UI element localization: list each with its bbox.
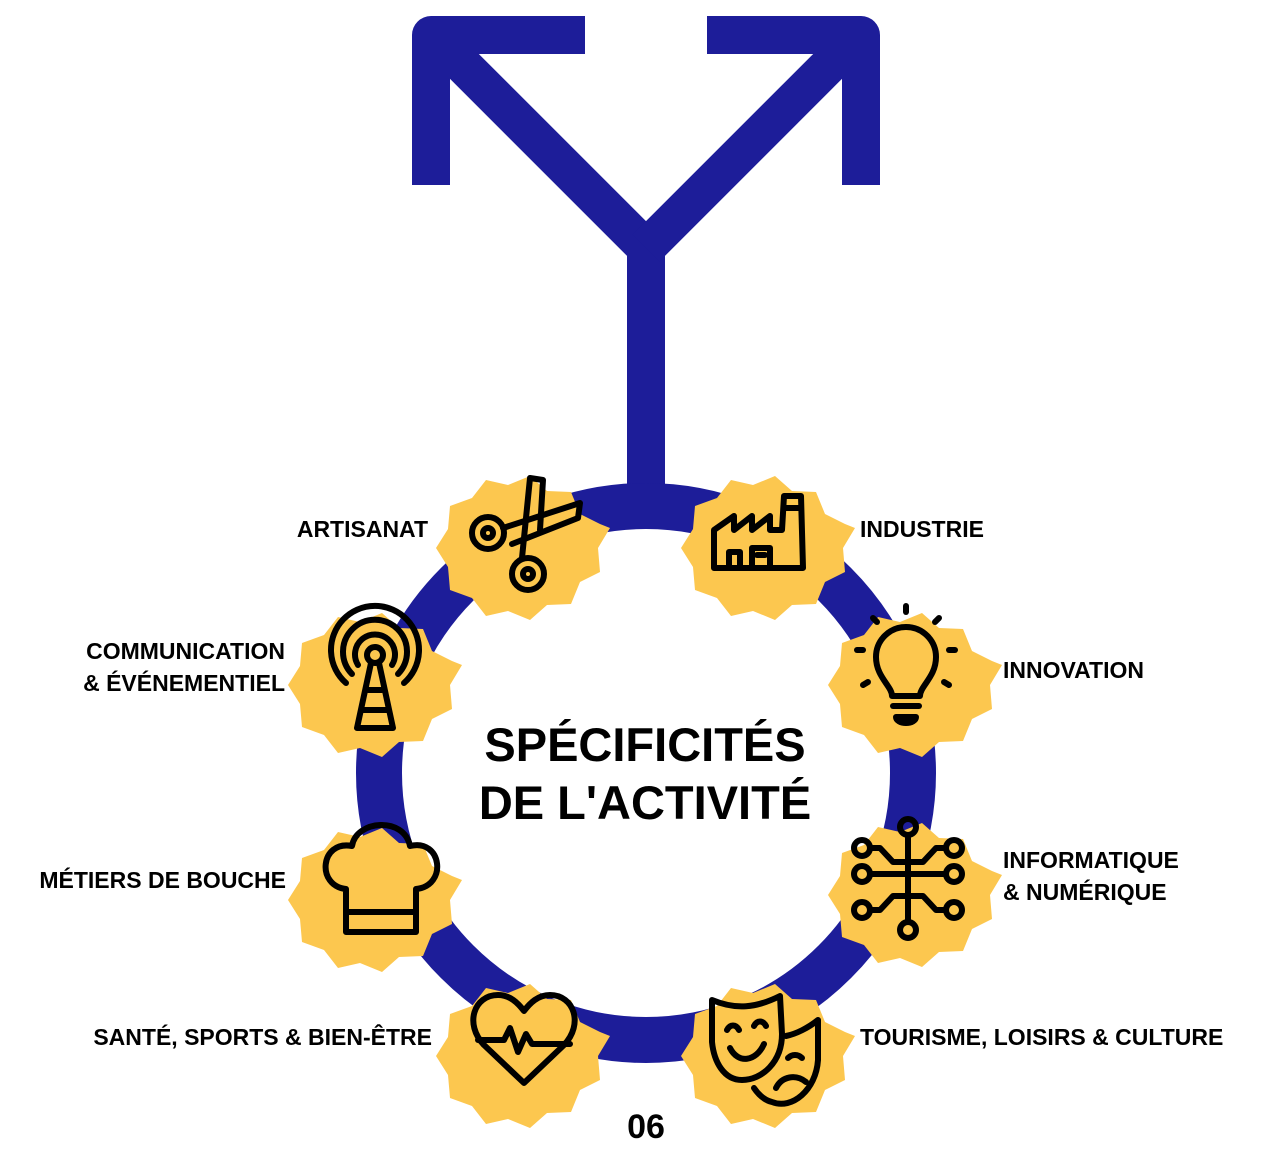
activity-ring xyxy=(356,483,936,1063)
label-sante: SANTÉ, SPORTS & BIEN-ÊTRE xyxy=(20,1021,432,1053)
label-communication-line-1: COMMUNICATION xyxy=(86,638,285,664)
circuit-icon xyxy=(851,816,965,941)
label-artisanat-line: ARTISANAT xyxy=(296,516,428,542)
label-informatique-line-2: & NUMÉRIQUE xyxy=(1003,879,1167,905)
scissors-icon xyxy=(469,475,583,593)
label-industrie: INDUSTRIE xyxy=(860,513,984,545)
center-title-line-1: SPÉCIFICITÉS xyxy=(484,718,806,771)
lightbulb-icon xyxy=(854,603,958,726)
center-title: SPÉCIFICITÉS DE L'ACTIVITÉ xyxy=(440,716,850,832)
label-tourisme: TOURISME, LOISIRS & CULTURE xyxy=(860,1021,1223,1053)
antenna-icon xyxy=(328,602,422,731)
factory-icon xyxy=(711,493,806,571)
label-metiers-bouche-line: MÉTIERS DE BOUCHE xyxy=(39,867,286,893)
label-sante-line: SANTÉ, SPORTS & BIEN-ÊTRE xyxy=(93,1024,432,1050)
label-industrie-line: INDUSTRIE xyxy=(860,516,984,542)
badge-sante xyxy=(436,984,610,1128)
label-artisanat: ARTISANAT xyxy=(230,513,428,545)
heartbeat-icon xyxy=(470,992,578,1086)
label-communication-line-2: & ÉVÉNEMENTIEL xyxy=(83,670,285,696)
label-informatique: INFORMATIQUE & NUMÉRIQUE xyxy=(1003,844,1179,908)
label-metiers-bouche: MÉTIERS DE BOUCHE xyxy=(4,864,286,896)
label-innovation-line: INNOVATION xyxy=(1003,657,1144,683)
fork-arrow xyxy=(412,16,880,520)
label-communication: COMMUNICATION & ÉVÉNEMENTIEL xyxy=(20,635,285,699)
page-number: 06 xyxy=(627,1108,665,1146)
badge-tourisme xyxy=(681,984,855,1128)
theater-masks-icon xyxy=(709,993,821,1107)
center-title-line-2: DE L'ACTIVITÉ xyxy=(478,776,812,829)
label-informatique-line-1: INFORMATIQUE xyxy=(1003,847,1179,873)
badge-innovation xyxy=(828,613,1002,757)
label-tourisme-line: TOURISME, LOISIRS & CULTURE xyxy=(860,1024,1224,1050)
label-innovation: INNOVATION xyxy=(1003,654,1144,686)
chef-hat-icon xyxy=(322,822,441,935)
badge-metiers-bouche xyxy=(288,828,462,972)
